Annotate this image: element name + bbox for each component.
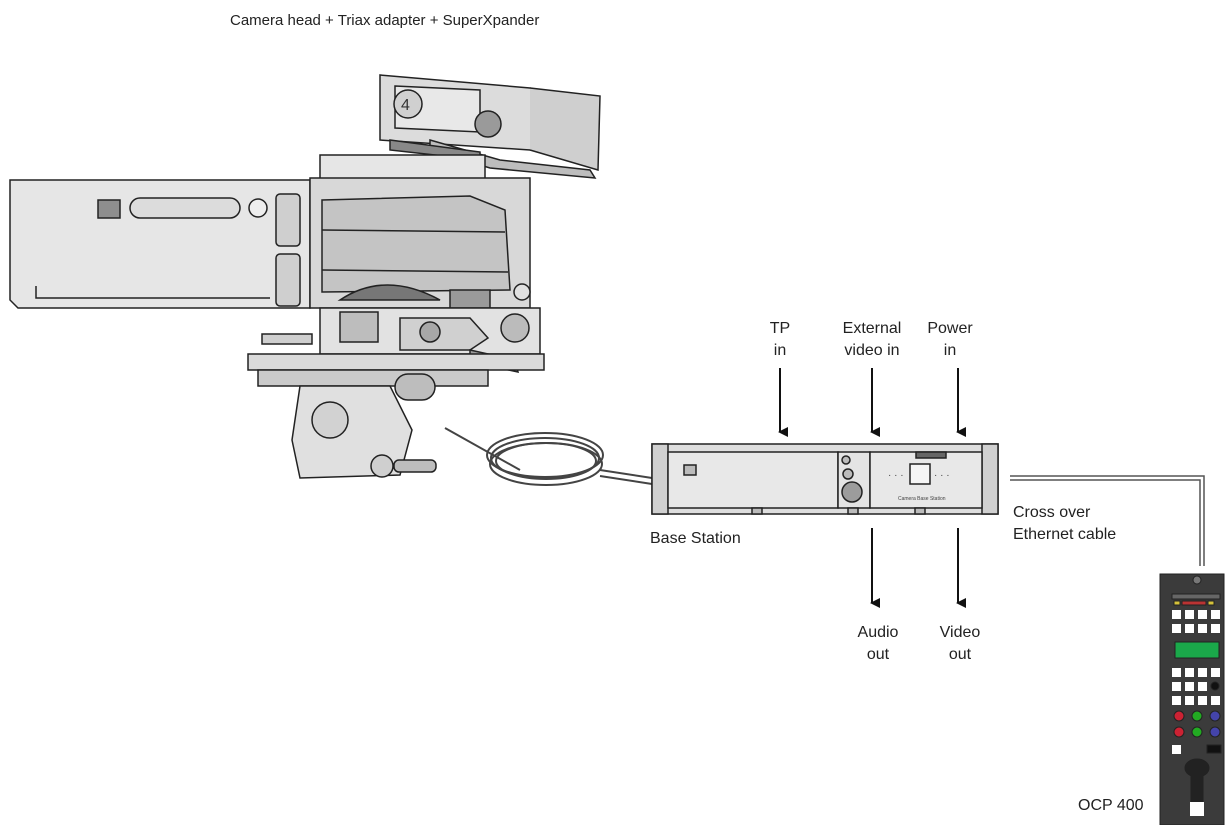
video-out-label: Video out [928,622,992,666]
svg-text:· · ·: · · · [888,470,904,481]
audio-out-line1: Audio [857,624,899,641]
ocp-label: OCP 400 [1078,797,1144,814]
base-station-unit: · · · · · · Camera Base Station [651,443,999,515]
power-in-line2: in [943,342,957,359]
video-out-line1: Video [939,624,981,641]
diagram-title: Camera head + Triax adapter + SuperXpand… [230,12,540,29]
audio-out-line2: out [866,646,890,663]
tripod-head [247,333,545,479]
lens-hood [9,179,311,309]
power-in-label: Power in [918,318,982,362]
svg-text:· · ·: · · · [934,470,950,481]
tp-in-line2: in [773,342,787,359]
audio-out-label: Audio out [848,622,908,666]
triax-cable [444,427,653,486]
ocp-400-panel [1159,573,1225,825]
viewfinder: 4 [379,74,601,179]
external-video-in-line2: video in [844,342,900,359]
ethernet-cable-line2: Ethernet cable [1013,526,1117,543]
base-station-panel-text: Camera Base Station [898,496,946,502]
lens-number: 4 [401,97,410,114]
tp-in-label: TP in [760,318,800,362]
ethernet-cable-line1: Cross over [1013,504,1091,521]
external-video-in-label: External video in [822,318,922,362]
ocp-display [1174,641,1220,659]
signal-arrows [778,368,966,608]
video-out-line2: out [948,646,972,663]
power-in-line1: Power [927,320,973,337]
base-station-label: Base Station [650,530,741,547]
tp-in-line1: TP [769,320,791,337]
ocp-button-grid [1172,610,1220,705]
camera-head-illustration: 4 [9,74,601,479]
ethernet-cable-label: Cross over Ethernet cable [1013,502,1116,546]
camera-body [309,154,541,373]
ethernet-cable [1010,475,1205,566]
external-video-in-line1: External [842,320,902,337]
